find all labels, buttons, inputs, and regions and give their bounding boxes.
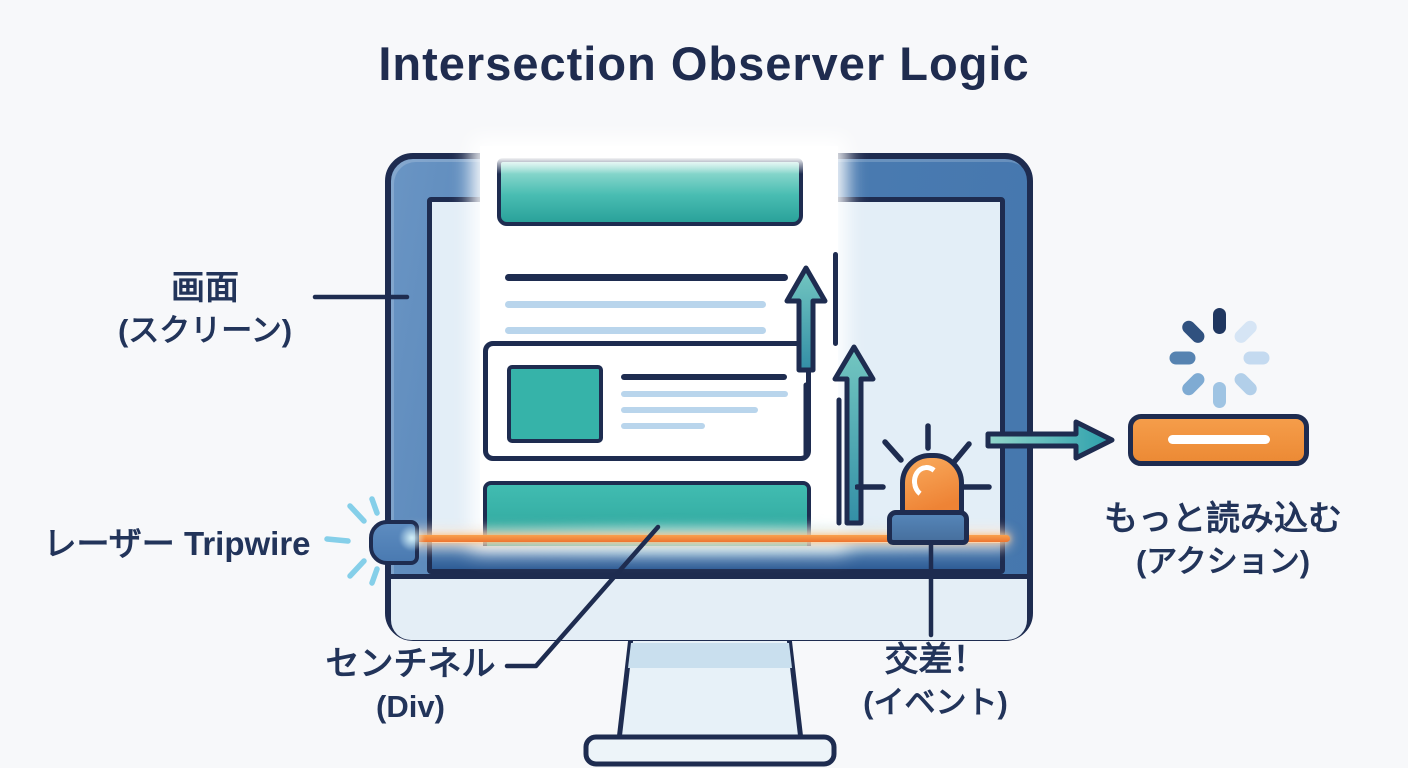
spark-ray [369, 496, 380, 516]
text-line [505, 301, 766, 308]
spark-ray [347, 558, 367, 579]
content-card [483, 341, 811, 461]
siren-base [887, 510, 969, 545]
spinner-dot [1179, 318, 1208, 346]
alarm-siren-icon [855, 420, 995, 545]
sentinel-label: センチネル (Div) [283, 642, 538, 728]
siren-highlight [909, 463, 945, 501]
laser-tripwire-line [402, 535, 1010, 542]
spinner-dot [1213, 308, 1226, 334]
monitor-chin [391, 574, 1027, 640]
load-more-button[interactable] [1128, 414, 1309, 466]
page-header-block [497, 158, 803, 226]
spark-ray [369, 566, 380, 586]
image-placeholder [507, 365, 603, 443]
card-text-line [621, 407, 758, 413]
stand-neck-shade [628, 643, 792, 668]
spinner-dot [1231, 318, 1260, 346]
button-label-line [1167, 435, 1270, 444]
spinner-dot [1243, 351, 1270, 365]
spark-ray [324, 536, 351, 544]
action-label-sub: (アクション) [1135, 544, 1311, 579]
spark-ray [347, 503, 367, 524]
sentinel-label-main: センチネル [325, 645, 496, 683]
laser-emitter-glow [398, 525, 426, 551]
loading-spinner-icon [1168, 308, 1272, 412]
stand-base [583, 734, 837, 767]
page-edge-line [833, 252, 838, 346]
tripwire-label-main: レーザー Tripwire [43, 525, 311, 562]
intersection-label: 交差！ (イベント) [828, 638, 1043, 724]
card-text-line [621, 391, 788, 397]
card-text-line [621, 423, 705, 429]
screen-label-sub: (スクリーン) [117, 313, 293, 348]
spinner-dot [1213, 382, 1226, 408]
webpage [480, 146, 838, 546]
spinner-dot [1169, 351, 1196, 365]
text-line [505, 327, 766, 334]
tripwire-label: レーザー Tripwire [22, 522, 332, 566]
spinner-dot [1231, 370, 1260, 398]
siren-ray [882, 439, 904, 463]
laser-sparks-icon [324, 496, 380, 586]
intersection-label-main: 交差！ [884, 641, 987, 679]
heading-line [505, 274, 788, 281]
intersection-label-sub: (イベント) [863, 685, 1008, 720]
action-label: もっと読み込む (アクション) [1078, 497, 1368, 583]
sentinel-label-sub: (Div) [376, 689, 445, 724]
action-label-main: もっと読み込む [1104, 500, 1342, 538]
screen-label-main: 画面 [171, 269, 239, 307]
siren-ray [951, 441, 972, 465]
spinner-dot [1179, 370, 1208, 398]
card-heading-line [621, 374, 787, 380]
diagram-title: Intersection Observer Logic [378, 37, 1030, 90]
screen-label: 画面 (スクリーン) [55, 266, 355, 352]
